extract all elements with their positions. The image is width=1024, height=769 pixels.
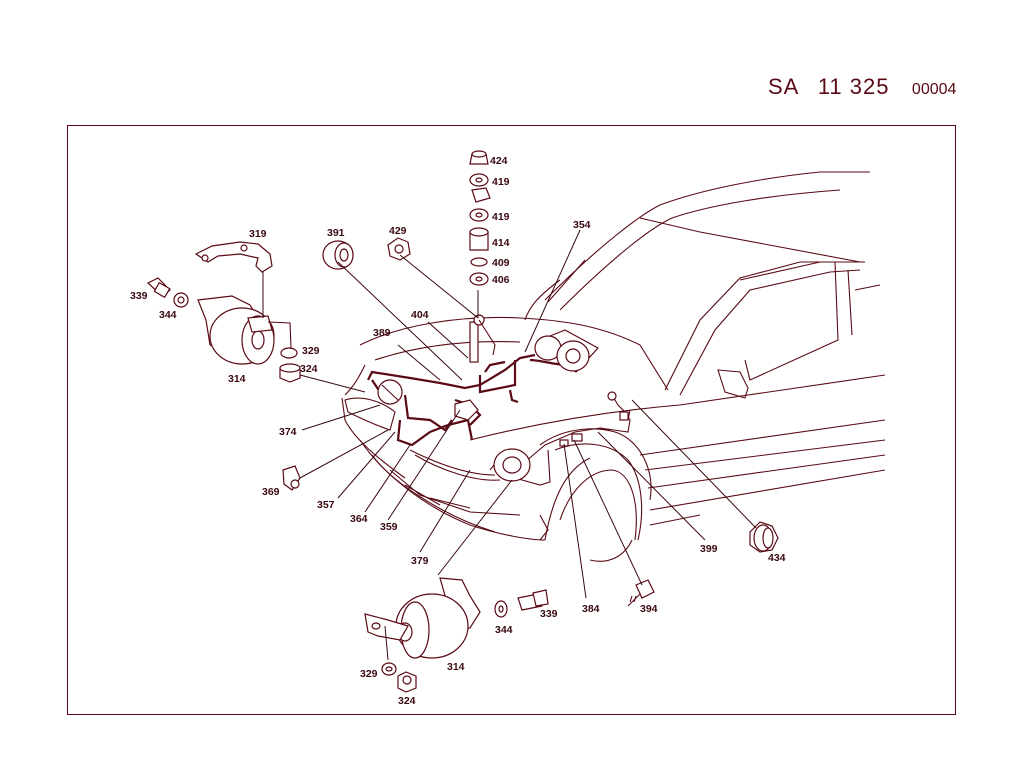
part-stack-upper xyxy=(469,150,491,286)
callout-359: 359 xyxy=(380,521,398,533)
leader-lines xyxy=(262,229,757,661)
nut-429 xyxy=(387,237,411,261)
drawing-code: 00004 xyxy=(911,81,957,98)
horn-upper xyxy=(197,295,292,365)
callout-339-upper: 339 xyxy=(130,290,148,302)
callout-357: 357 xyxy=(317,499,335,511)
callout-364: 364 xyxy=(350,513,368,525)
callout-369: 369 xyxy=(262,486,280,498)
terminal-404 xyxy=(469,314,496,363)
callout-314-lower: 314 xyxy=(447,661,465,673)
callout-labels: 424 419 419 414 409 406 354 391 429 319 … xyxy=(130,155,786,707)
sensor-359 xyxy=(454,399,479,421)
callout-394: 394 xyxy=(640,603,658,615)
drawing-frame xyxy=(67,125,956,715)
screw-394 xyxy=(627,579,655,607)
callout-384: 384 xyxy=(582,603,600,615)
callout-391: 391 xyxy=(327,227,345,239)
callout-424: 424 xyxy=(490,155,508,167)
drawing-number: 11 325 xyxy=(817,74,890,99)
washer-344-lower xyxy=(494,600,508,618)
callout-329-lower: 329 xyxy=(360,668,378,680)
callout-314-upper: 314 xyxy=(228,373,246,385)
nut-324-upper xyxy=(279,363,301,383)
callout-406: 406 xyxy=(492,274,510,286)
grommet-391 xyxy=(322,240,354,270)
callout-404: 404 xyxy=(411,309,429,321)
bolt-339-upper xyxy=(146,277,171,299)
washer-329-lower xyxy=(381,662,397,676)
callout-379: 379 xyxy=(411,555,429,567)
callout-344-lower: 344 xyxy=(495,624,513,636)
horn-374 xyxy=(377,379,403,405)
callout-414: 414 xyxy=(492,237,510,249)
washer-329-upper xyxy=(280,347,298,359)
clip-369 xyxy=(282,465,301,491)
washer-344-upper xyxy=(173,292,189,308)
connector-384 xyxy=(559,433,583,447)
callout-389: 389 xyxy=(373,327,391,339)
callout-399: 399 xyxy=(700,543,718,555)
part-399 xyxy=(607,391,629,421)
bolt-339-lower xyxy=(517,589,549,611)
car-outline xyxy=(341,171,886,562)
callout-409: 409 xyxy=(492,257,510,269)
module-379 xyxy=(489,448,531,482)
callout-324-upper: 324 xyxy=(300,363,318,375)
drawing-header: SA 11 325 00004 xyxy=(768,74,956,100)
callout-419-b: 419 xyxy=(492,211,510,223)
drawing-prefix: SA xyxy=(768,74,800,99)
callout-354: 354 xyxy=(573,219,591,231)
callout-319: 319 xyxy=(249,228,267,240)
callout-329-upper: 329 xyxy=(302,345,320,357)
callout-374: 374 xyxy=(279,426,297,438)
relay-354 xyxy=(534,329,599,373)
callout-339-lower: 339 xyxy=(540,608,558,620)
bracket-319 xyxy=(194,241,273,273)
callout-419-a: 419 xyxy=(492,176,510,188)
callout-434: 434 xyxy=(768,552,786,564)
callout-344-upper: 344 xyxy=(159,309,177,321)
horn-lower xyxy=(364,577,481,659)
nut-324-lower xyxy=(397,671,417,693)
callout-324-lower: 324 xyxy=(398,695,416,707)
grommet-434 xyxy=(749,521,779,553)
callout-429: 429 xyxy=(389,225,407,237)
